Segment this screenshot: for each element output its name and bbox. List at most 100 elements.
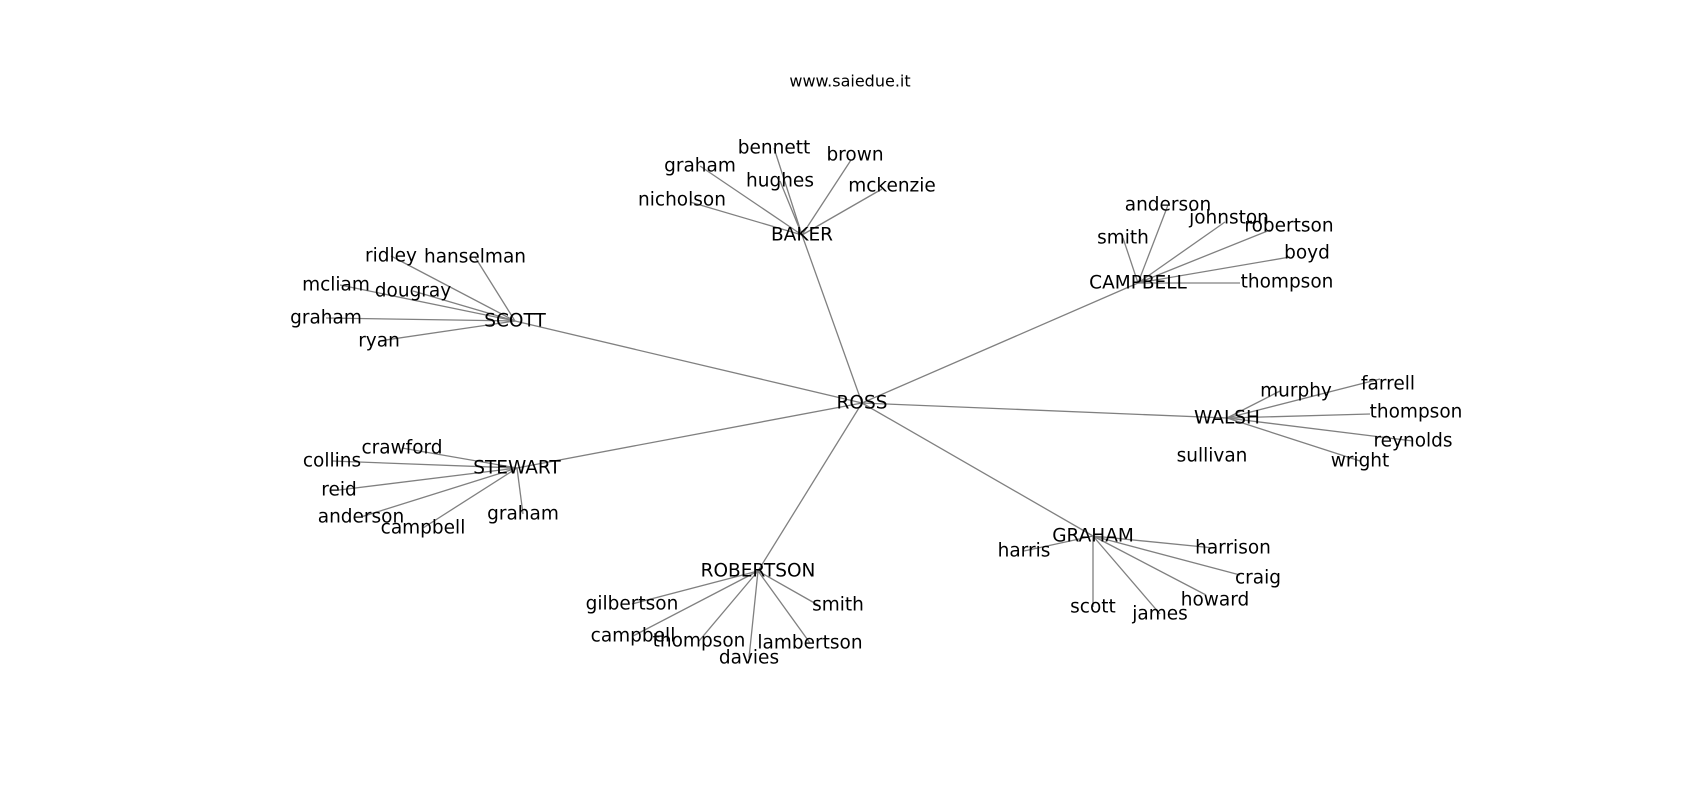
edge-campbell-johnston <box>1137 221 1226 284</box>
leaf-node-label: graham <box>664 156 736 177</box>
leaf-node-label: farrell <box>1361 374 1415 395</box>
leaf-node-label: davies <box>719 648 779 669</box>
leaf-node-label: thompson <box>1241 272 1334 293</box>
edge-stewart-anderson <box>360 467 518 518</box>
edge-robertson-smith <box>757 570 819 606</box>
edge-stewart-campbell <box>422 467 518 529</box>
hub-node-label: STEWART <box>473 458 561 479</box>
edge-robertson-thompson <box>698 570 759 642</box>
edge-root-scott <box>514 320 863 404</box>
hub-node-label: ROBERTSON <box>701 561 816 582</box>
website-label: www.saiedue.it <box>789 72 910 91</box>
edge-scott-ridley <box>390 255 516 322</box>
leaf-node-label: murphy <box>1260 381 1332 402</box>
leaf-node-label: hanselman <box>424 247 526 268</box>
edge-walsh-thompson <box>1226 413 1371 419</box>
hub-node-label: BAKER <box>771 225 833 246</box>
edge-baker-graham <box>699 165 803 236</box>
leaf-node-label: reid <box>321 480 356 501</box>
leaf-node-label: thompson <box>1370 402 1463 423</box>
leaf-node-label: nicholson <box>638 190 726 211</box>
edge-graham-harris <box>1023 535 1094 552</box>
edge-campbell-robertson <box>1137 229 1271 284</box>
leaf-node-label: smith <box>1097 228 1149 249</box>
labels-layer: ROSS BAKER bennett brown graham hughes mckenzi… <box>290 138 1462 669</box>
edge-baker-hughes <box>779 180 803 236</box>
hub-node-label: WALSH <box>1194 408 1260 429</box>
edge-baker-bennett <box>773 147 803 236</box>
leaf-node-label: robertson <box>1244 216 1333 237</box>
leaf-node-label: scott <box>1070 597 1116 618</box>
leaf-node-label: harris <box>998 541 1051 562</box>
hub-node-label: CAMPBELL <box>1089 273 1187 294</box>
leaf-node-label: campbell <box>591 626 676 647</box>
leaf-node-label: campbell <box>381 518 466 539</box>
edge-robertson-campbell <box>632 570 759 637</box>
edge-root-baker <box>801 234 863 404</box>
leaf-node-label: harrison <box>1195 538 1271 559</box>
leaf-node-label: graham <box>290 308 362 329</box>
leaf-node-label: crawford <box>361 438 442 459</box>
leaf-node-label: graham <box>487 504 559 525</box>
edge-scott-ryan <box>378 320 516 342</box>
edge-graham-harrison <box>1092 535 1215 549</box>
leaf-node-label: ridley <box>365 246 417 267</box>
leaf-node-label: bennett <box>738 138 810 159</box>
edge-stewart-reid <box>338 467 518 491</box>
leaf-node-label: ryan <box>358 331 400 352</box>
edge-root-stewart <box>516 402 863 469</box>
edge-scott-hanselman <box>474 256 516 322</box>
leaf-node-label: lambertson <box>757 633 862 654</box>
leaf-node-label: collins <box>303 451 361 472</box>
edge-baker-mckenzie <box>801 188 883 236</box>
leaf-node-label: brown <box>826 145 883 166</box>
leaf-node-label: thompson <box>653 631 746 652</box>
hub-node-label: SCOTT <box>484 311 546 332</box>
leaf-node-label: gilbertson <box>586 594 679 615</box>
leaf-node-label: boyd <box>1284 243 1330 264</box>
edge-root-walsh <box>861 402 1228 419</box>
leaf-node-label: wright <box>1331 451 1390 472</box>
edge-walsh-farrell <box>1226 378 1381 419</box>
leaf-node-label: craig <box>1235 568 1281 589</box>
leaf-node-label: hughes <box>746 171 814 192</box>
edge-graham-craig <box>1092 535 1241 576</box>
leaf-node-label: reynolds <box>1373 431 1452 452</box>
edge-stewart-crawford <box>401 447 518 469</box>
edge-stewart-collins <box>331 460 518 469</box>
edge-walsh-reynolds <box>1226 417 1414 442</box>
edge-scott-graham <box>325 317 516 322</box>
edge-baker-brown <box>801 159 852 236</box>
leaf-node-label: johnston <box>1188 208 1269 229</box>
edge-graham-james <box>1092 535 1161 615</box>
leaf-node-label: sullivan <box>1177 446 1248 467</box>
edge-root-graham <box>861 402 1094 537</box>
edge-root-campbell <box>861 282 1139 404</box>
leaf-node-label: smith <box>812 595 864 616</box>
edge-robertson-lambertson <box>757 570 811 644</box>
leaf-node-label: mcliam <box>302 275 370 296</box>
edge-robertson-gilbertson <box>631 570 759 605</box>
leaf-node-label: mckenzie <box>848 176 936 197</box>
edge-scott-mcliam <box>339 284 516 322</box>
edge-walsh-wright <box>1226 417 1361 462</box>
root-node-label: ROSS <box>837 393 888 414</box>
leaf-node-label: anderson <box>318 507 404 528</box>
edge-campbell-smith <box>1122 237 1139 284</box>
edge-walsh-murphy <box>1226 390 1281 419</box>
leaf-node-label: james <box>1131 604 1188 625</box>
edge-scott-dougray <box>412 290 516 322</box>
edges-layer <box>325 147 1414 659</box>
edge-robertson-davies <box>748 570 759 659</box>
edge-campbell-anderson <box>1137 204 1169 284</box>
edge-root-robertson <box>757 402 863 572</box>
leaf-node-label: anderson <box>1125 195 1211 216</box>
edge-graham-howard <box>1092 535 1207 596</box>
leaf-node-label: dougray <box>375 281 451 302</box>
edge-baker-nicholson <box>689 201 803 236</box>
edge-stewart-graham <box>516 467 524 515</box>
edge-campbell-boyd <box>1137 256 1291 284</box>
hub-node-label: GRAHAM <box>1052 526 1134 547</box>
leaf-node-label: howard <box>1181 590 1250 611</box>
